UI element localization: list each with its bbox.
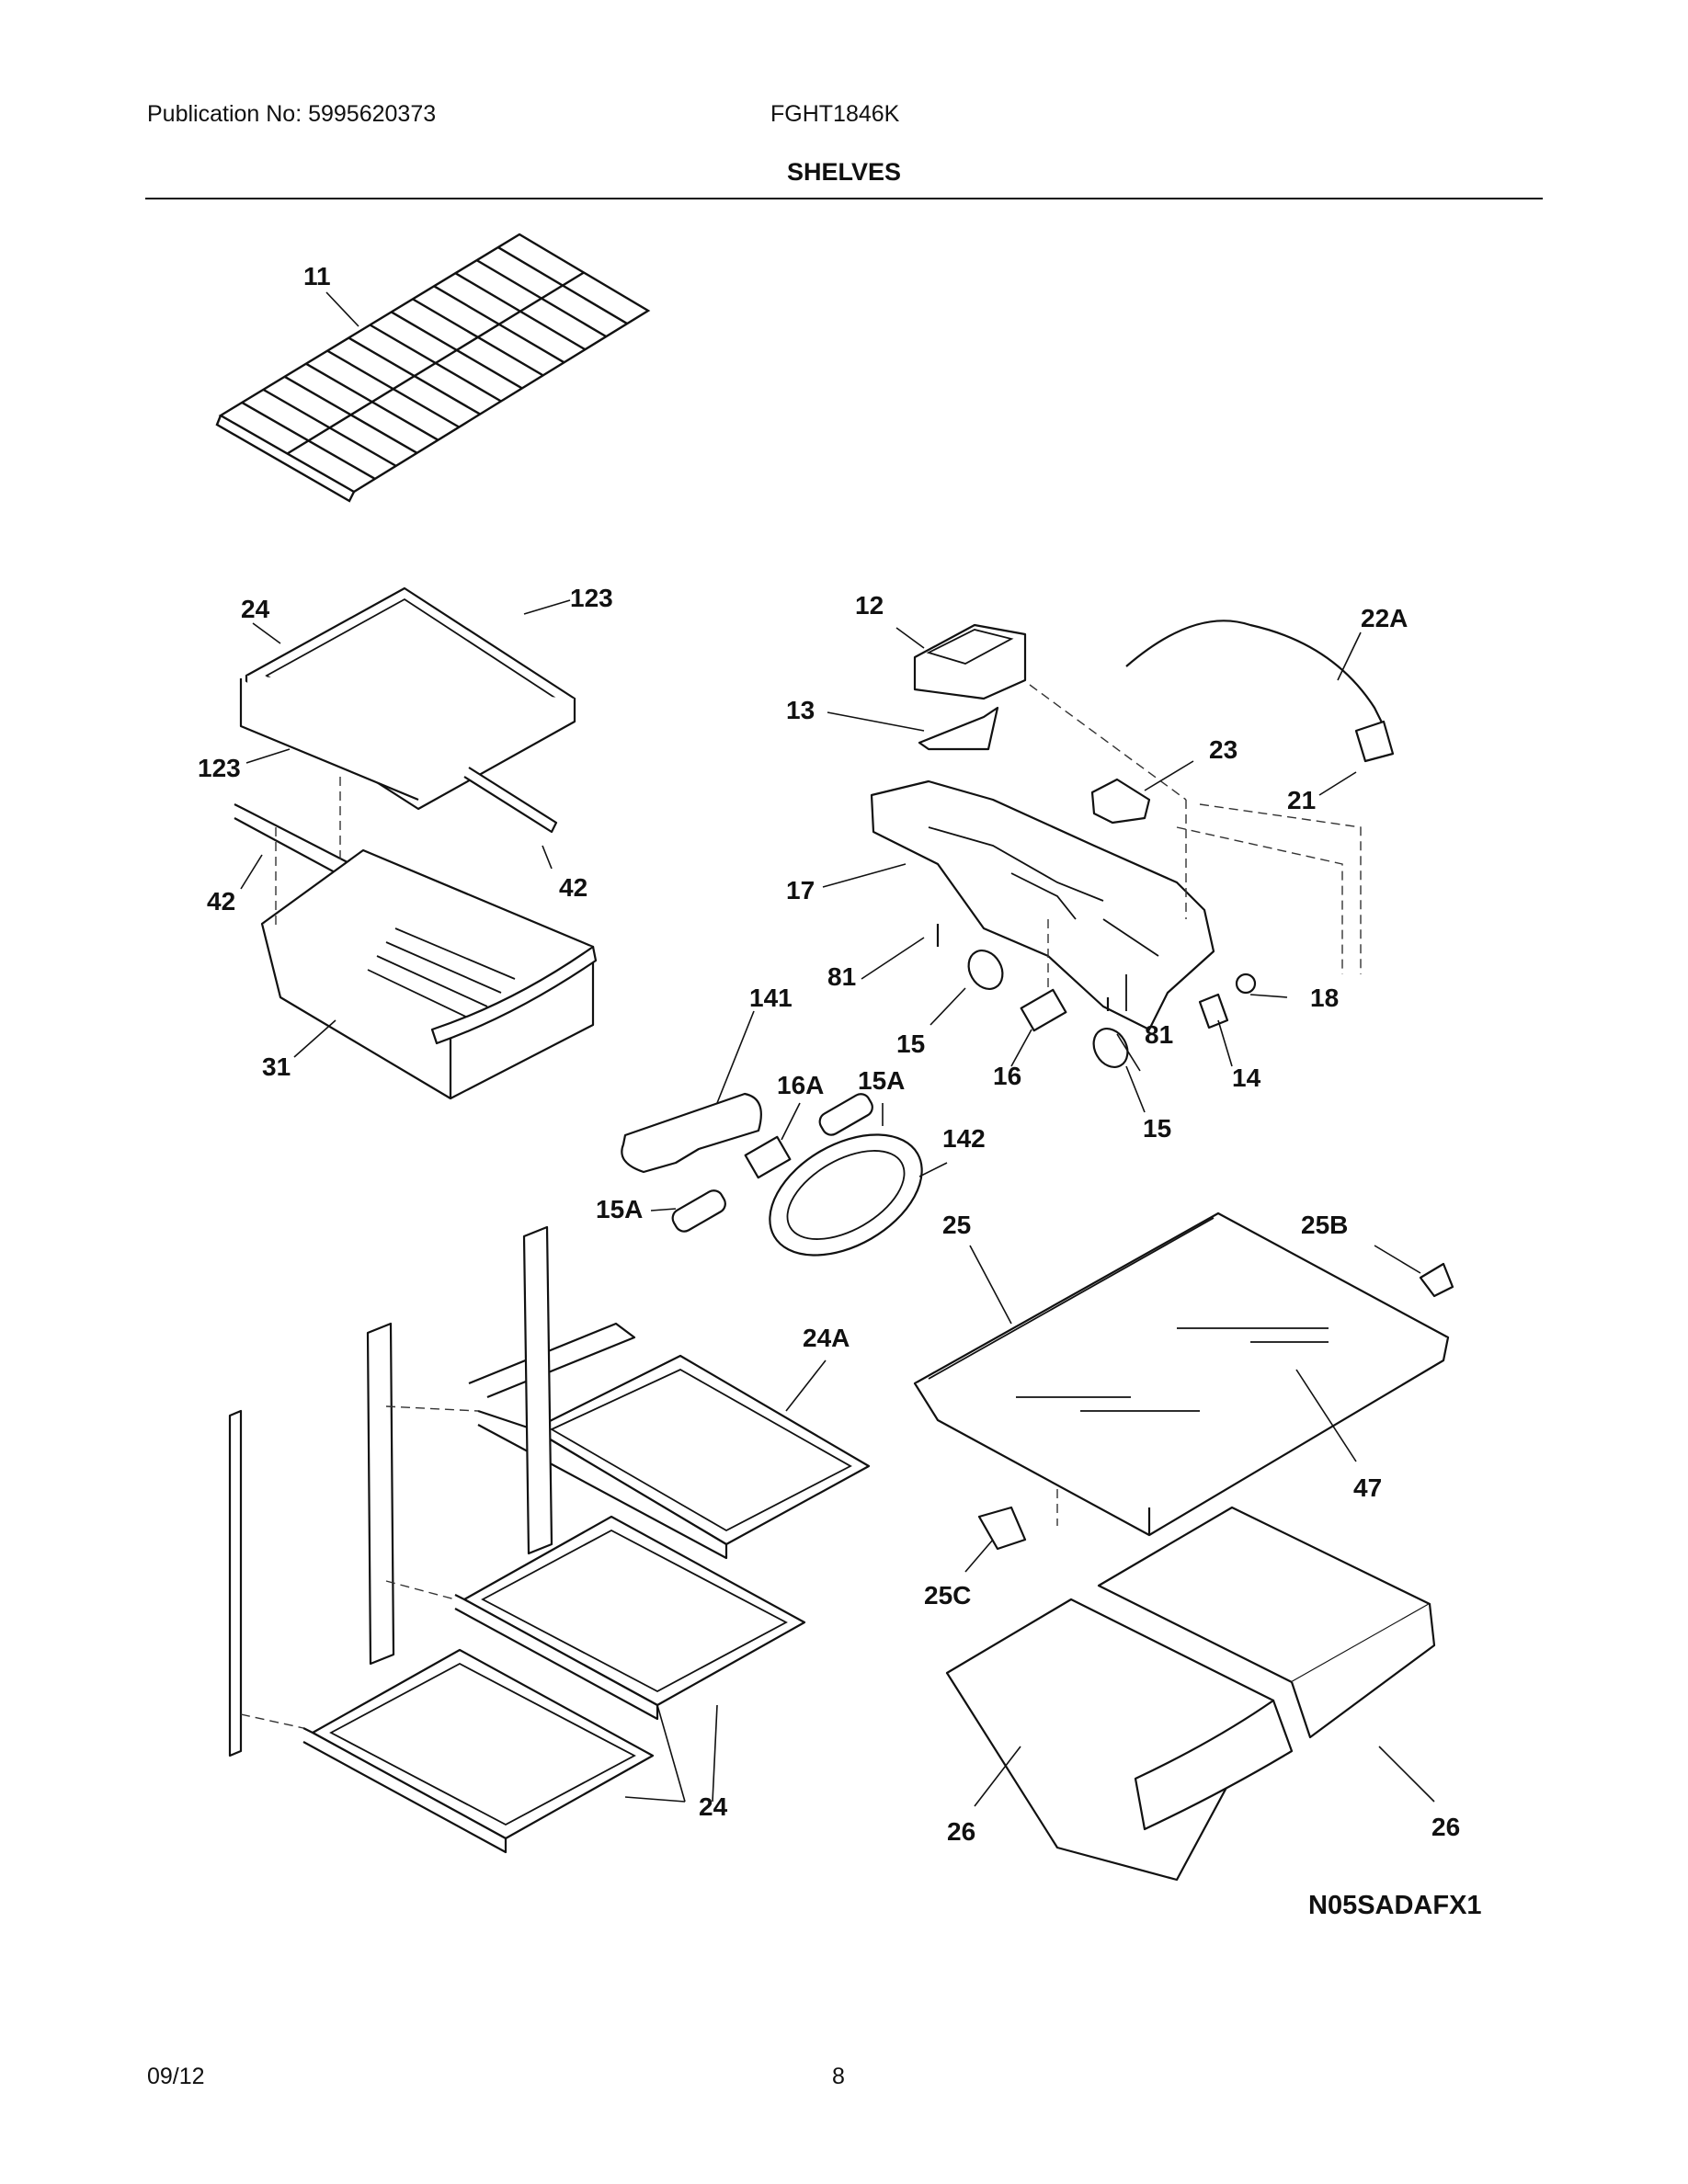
bulb-15	[967, 950, 1129, 1068]
callout-13: 13	[786, 696, 815, 724]
callout-22A: 22A	[1361, 604, 1408, 632]
drawer-26-right	[1097, 1506, 1436, 1739]
light-housing-12	[913, 623, 1027, 700]
page-number: 8	[832, 2064, 845, 2089]
callout-11: 11	[303, 262, 331, 290]
callout-26: 26	[947, 1817, 975, 1846]
callout-142: 142	[942, 1124, 986, 1153]
shelf-center-bar	[286, 271, 585, 455]
glass-shelf-24-top	[239, 586, 576, 811]
socket-16	[1020, 988, 1067, 1032]
drawer-26-left	[945, 1598, 1294, 1882]
light-cover-141	[621, 1092, 762, 1174]
callout-25C: 25C	[924, 1581, 971, 1610]
shelf-24-bottom	[302, 1648, 655, 1854]
callout-47: 47	[1353, 1473, 1382, 1502]
diagram-code: N05SADAFX1	[1308, 1891, 1482, 1920]
callout-16A: 16A	[777, 1071, 824, 1099]
switch-14	[1198, 993, 1229, 1029]
callout-123: 123	[570, 584, 613, 612]
lens-142	[769, 1133, 923, 1257]
callout-123: 123	[198, 754, 241, 782]
publication-number: Publication No: 5995620373	[147, 101, 437, 127]
callout-25B: 25B	[1301, 1211, 1348, 1239]
wire-shelf-11	[215, 233, 651, 503]
thermistor-18	[1235, 973, 1257, 995]
header-rule	[145, 198, 1543, 199]
callout-14: 14	[1232, 1064, 1261, 1092]
bracket-25C	[977, 1506, 1027, 1551]
callout-42: 42	[207, 887, 235, 916]
footer-date: 09/12	[147, 2064, 205, 2089]
callout-15A: 15A	[858, 1066, 905, 1095]
callout-26: 26	[1431, 1813, 1460, 1841]
callout-15: 15	[1143, 1114, 1171, 1143]
callout-42: 42	[559, 873, 587, 902]
leader-lines	[240, 291, 1435, 1807]
callout-81: 81	[1145, 1020, 1173, 1049]
callout-23: 23	[1209, 735, 1237, 764]
callout-141: 141	[749, 984, 793, 1012]
drawer-31	[260, 848, 598, 1100]
callout-21: 21	[1287, 786, 1316, 814]
callout-81: 81	[827, 962, 856, 991]
wall-rail	[228, 1225, 553, 1757]
callout-labels: 11 24 123 123 42 42 31 12 22A 13 23 21 1…	[198, 262, 1482, 1920]
callout-24: 24	[241, 595, 270, 623]
socket-16A	[744, 1135, 792, 1179]
callout-12: 12	[855, 591, 884, 620]
callout-25: 25	[942, 1211, 971, 1239]
bulb-15A	[671, 1093, 873, 1233]
callout-24: 24	[699, 1792, 728, 1821]
crisper-cover-25	[913, 1211, 1450, 1537]
callout-17: 17	[786, 876, 815, 904]
bracket-25B	[1419, 1262, 1454, 1298]
light-housing-17	[870, 779, 1215, 1031]
callout-15A: 15A	[596, 1195, 643, 1223]
callout-31: 31	[262, 1052, 291, 1081]
callout-24A: 24A	[803, 1324, 850, 1352]
actuator-23	[1090, 778, 1151, 825]
bracket-13	[918, 706, 999, 751]
screw-81	[936, 924, 1110, 1011]
callout-18: 18	[1310, 984, 1339, 1012]
callout-15: 15	[896, 1029, 925, 1058]
switch-21	[1354, 720, 1395, 763]
page-title: SHELVES	[786, 158, 902, 186]
callout-16: 16	[993, 1062, 1021, 1090]
model-number: FGHT1846K	[770, 101, 900, 127]
